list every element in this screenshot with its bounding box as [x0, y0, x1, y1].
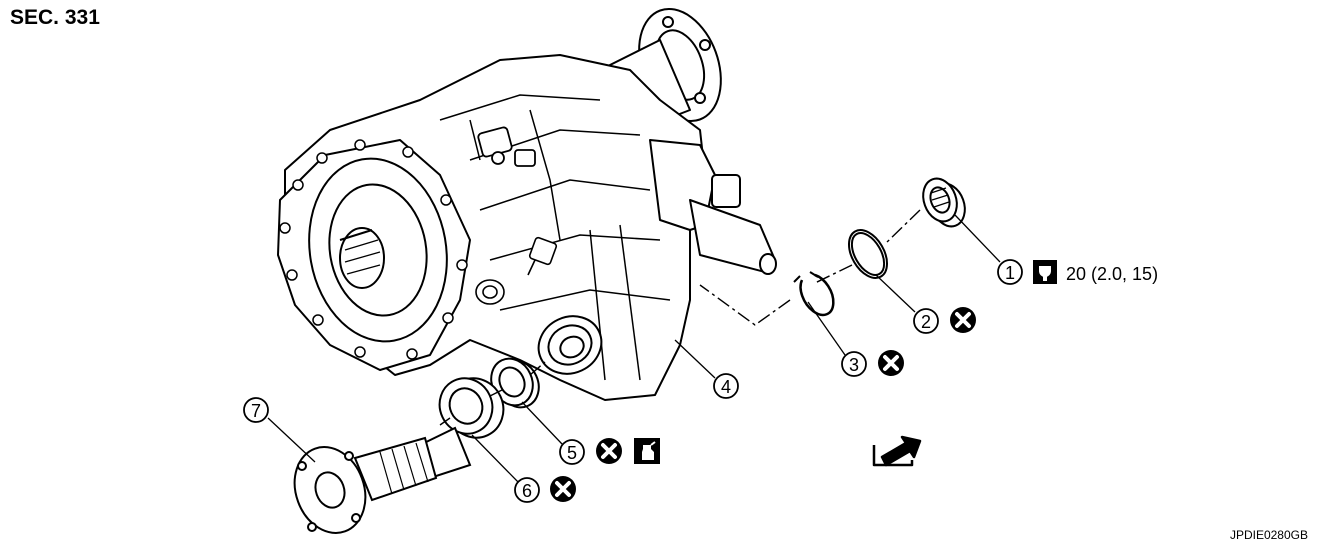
- part-1-torque-spec: 20 (2.0, 15): [1066, 264, 1158, 284]
- part-5-oil-seal: [490, 357, 540, 409]
- front-output-bore: [537, 315, 603, 375]
- section-title: SEC. 331: [10, 6, 100, 29]
- svg-text:1: 1: [1005, 263, 1015, 283]
- transfer-actuator-motor: [649, 139, 777, 275]
- do-not-reuse-icon: [948, 305, 978, 335]
- callout-6: 6: [514, 474, 578, 504]
- part-6-dust-shield: [438, 377, 505, 439]
- svg-text:4: 4: [721, 377, 731, 397]
- callout-7: 7: [243, 397, 269, 423]
- svg-text:2: 2: [921, 312, 931, 332]
- front-direction-arrow-icon: [872, 435, 922, 467]
- callout-3: 3: [841, 348, 906, 378]
- assembly-centerlines: [439, 209, 921, 426]
- callout-1: 1 20 (2.0, 15): [997, 259, 1158, 285]
- transfer-case-assembly: [277, 7, 777, 401]
- sensor-connector: [477, 126, 536, 167]
- torque-wrench-icon: [1033, 260, 1057, 284]
- callout-2: 2: [913, 305, 978, 335]
- svg-text:3: 3: [849, 355, 859, 375]
- callout-5: 5: [559, 436, 660, 466]
- figure-code: JPDIE0280GB: [1229, 528, 1308, 542]
- do-not-reuse-icon: [876, 348, 906, 378]
- leader-lines: [267, 214, 1001, 485]
- part-7-companion-flange: [293, 426, 472, 534]
- fluid-application-icon: [634, 438, 660, 464]
- svg-text:7: 7: [251, 401, 261, 421]
- do-not-reuse-icon: [594, 436, 624, 466]
- part-3-snap-ring: [793, 271, 835, 317]
- part-2-o-ring: [848, 229, 888, 279]
- callout-4: 4: [713, 373, 739, 399]
- svg-text:6: 6: [522, 481, 532, 501]
- svg-text:5: 5: [567, 443, 577, 463]
- do-not-reuse-icon: [548, 474, 578, 504]
